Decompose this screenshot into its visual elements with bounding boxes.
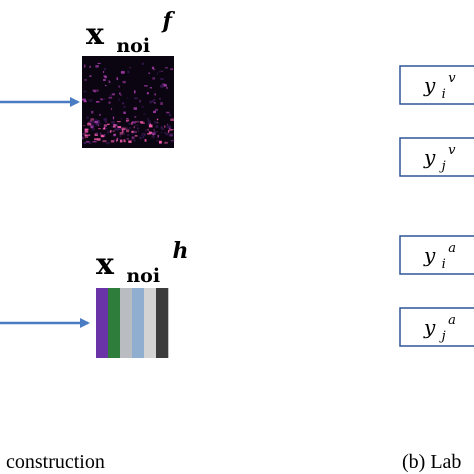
feature-f-label: x noi f xyxy=(86,8,176,60)
svg-text:y j a: y j a xyxy=(423,313,456,345)
label-yia-base: y xyxy=(423,243,436,267)
label-yjv-base: y xyxy=(423,145,436,169)
label-yiv-subscript: i xyxy=(442,87,446,102)
panel-b-caption: (b) Lab xyxy=(402,451,461,473)
feature-f-superscript: f xyxy=(161,8,176,34)
label-yja-base: y xyxy=(423,315,436,339)
svg-text:y j v: y j v xyxy=(423,143,456,175)
feature-f-base: x xyxy=(86,17,105,52)
label-yjv-subscript: j xyxy=(439,159,446,174)
color-stripe xyxy=(144,288,157,358)
color-stripe xyxy=(132,288,145,358)
color-stripe xyxy=(156,288,169,358)
label-box-yja: y j a xyxy=(399,307,474,347)
label-yja-subscript: j xyxy=(439,329,446,344)
feature-h-label: x noi h xyxy=(96,238,189,290)
label-yia-superscript: a xyxy=(448,241,456,256)
spectrogram-image xyxy=(82,56,175,148)
svg-text:y i v: y i v xyxy=(423,71,456,103)
panel-a-caption: construction xyxy=(6,451,105,473)
label-box-yia: y i a xyxy=(399,235,474,275)
svg-text:y i a: y i a xyxy=(423,241,456,273)
color-stripe xyxy=(96,288,109,358)
color-stripe xyxy=(120,288,133,358)
label-yiv-base: y xyxy=(423,73,436,97)
label-yiv-superscript: v xyxy=(448,71,456,86)
color-stripe xyxy=(108,288,121,358)
feature-f-subscript: noi xyxy=(116,35,150,57)
label-yja-superscript: a xyxy=(448,313,456,328)
feature-h-base: x xyxy=(96,247,115,282)
label-yjv-superscript: v xyxy=(448,143,456,158)
label-box-yiv: y i v xyxy=(399,65,474,105)
feature-h-superscript: h xyxy=(173,238,189,264)
label-yia-subscript: i xyxy=(442,257,446,272)
color-strip-image xyxy=(96,288,169,358)
feature-h-subscript: noi xyxy=(126,265,160,287)
label-box-yjv: y j v xyxy=(399,137,474,177)
